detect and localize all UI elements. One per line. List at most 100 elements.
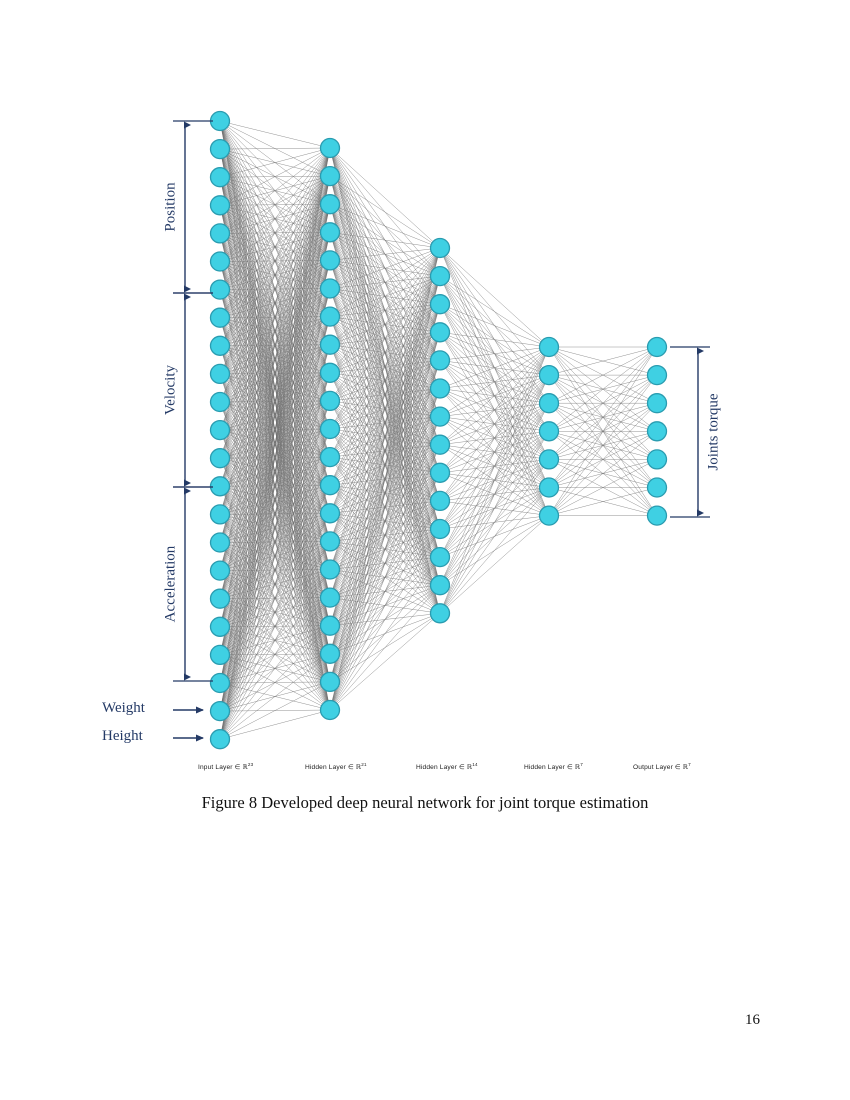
network-node	[319, 278, 341, 299]
network-node	[319, 334, 341, 355]
network-node	[319, 503, 341, 524]
layer-dimension: 23	[247, 761, 254, 767]
network-node	[209, 335, 231, 356]
network-node	[646, 336, 668, 358]
network-node	[319, 165, 341, 187]
side-label-height: Height	[102, 728, 143, 744]
network-node	[538, 505, 560, 526]
network-node	[319, 418, 341, 440]
network-node	[209, 588, 231, 609]
layer-label-text: Hidden Layer ∈ ℝ	[305, 764, 362, 771]
network-node	[319, 222, 341, 243]
network-node	[429, 575, 451, 596]
network-node	[319, 194, 341, 215]
network-node	[429, 265, 451, 287]
network-node	[319, 531, 341, 552]
network-node	[429, 462, 451, 483]
network-node	[209, 616, 231, 637]
network-node	[319, 559, 341, 580]
network-node	[429, 406, 451, 427]
layer-label-hidden2: Hidden Layer ∈ ℝ14	[416, 761, 478, 771]
layer-dimension: 7	[688, 761, 691, 767]
network-node	[538, 364, 560, 386]
network-node	[429, 546, 451, 568]
bracket-label-velocity: Velocity	[162, 365, 179, 415]
layer-label-text: Output Layer ∈ ℝ	[633, 764, 689, 771]
network-node	[209, 644, 231, 666]
network-node	[209, 391, 231, 413]
network-node	[646, 364, 668, 386]
network-node	[209, 110, 231, 132]
bracket-label-acceleration: Acceleration	[162, 545, 179, 623]
network-node	[429, 490, 451, 512]
network-node	[319, 446, 341, 468]
network-node	[538, 393, 560, 414]
network-node	[429, 294, 451, 315]
network-node	[209, 504, 231, 525]
layer-dimension: 7	[580, 761, 583, 767]
layer-label-input: Input Layer ∈ ℝ23	[198, 761, 254, 771]
network-node	[319, 587, 341, 608]
network-node	[319, 390, 341, 412]
bracket-label-joints-torque: Joints torque	[705, 393, 722, 471]
network-edges	[219, 120, 658, 740]
network-node	[538, 449, 560, 470]
network-node	[209, 195, 231, 216]
network-node	[209, 476, 231, 497]
layer-label-output: Output Layer ∈ ℝ7	[633, 761, 691, 771]
network-node	[429, 603, 451, 624]
network-node	[209, 138, 231, 160]
layer-label-text: Input Layer ∈ ℝ	[198, 764, 248, 771]
network-node	[209, 532, 231, 553]
network-node	[319, 643, 341, 664]
network-annotations	[173, 120, 710, 742]
side-label-weight: Weight	[102, 700, 145, 716]
network-node	[209, 672, 231, 694]
network-node	[538, 477, 560, 498]
page-number: 16	[745, 1012, 760, 1028]
network-node	[209, 279, 231, 300]
network-node	[319, 475, 341, 496]
bracket-label-position: Position	[162, 182, 179, 232]
network-node	[319, 250, 341, 271]
network-node	[209, 307, 231, 328]
network-node	[429, 350, 451, 371]
network-node	[646, 505, 668, 526]
network-node	[209, 363, 231, 385]
network-node	[429, 518, 451, 540]
network-node	[319, 306, 341, 327]
network-node	[429, 378, 451, 399]
network-node	[209, 251, 231, 272]
network-node	[209, 167, 231, 188]
network-node	[209, 700, 231, 722]
network-node	[646, 449, 668, 470]
layer-dimension: 21	[361, 761, 367, 767]
network-node	[429, 237, 451, 259]
layer-label-text: Hidden Layer ∈ ℝ	[416, 764, 473, 771]
network-node	[538, 336, 560, 358]
network-node	[429, 322, 451, 343]
network-node	[209, 448, 231, 469]
network-node	[429, 434, 451, 455]
layer-label-hidden3: Hidden Layer ∈ ℝ7	[524, 761, 583, 771]
network-node	[319, 615, 341, 636]
network-node	[209, 729, 231, 750]
network-node	[319, 362, 341, 383]
network-node	[646, 393, 668, 414]
layer-label-hidden1: Hidden Layer ∈ ℝ21	[305, 761, 367, 771]
network-node	[209, 560, 231, 581]
network-node	[646, 477, 668, 498]
layer-label-text: Hidden Layer ∈ ℝ	[524, 764, 581, 771]
layer-dimension: 14	[472, 761, 478, 767]
network-node	[209, 223, 231, 244]
network-node	[319, 699, 341, 721]
network-node	[319, 671, 341, 693]
figure-caption: Figure 8 Developed deep neural network f…	[201, 793, 649, 812]
network-diagram-svg	[173, 110, 710, 750]
network-nodes	[209, 110, 668, 750]
network-node	[538, 421, 560, 442]
network-node	[209, 419, 231, 441]
network-node	[319, 137, 341, 159]
